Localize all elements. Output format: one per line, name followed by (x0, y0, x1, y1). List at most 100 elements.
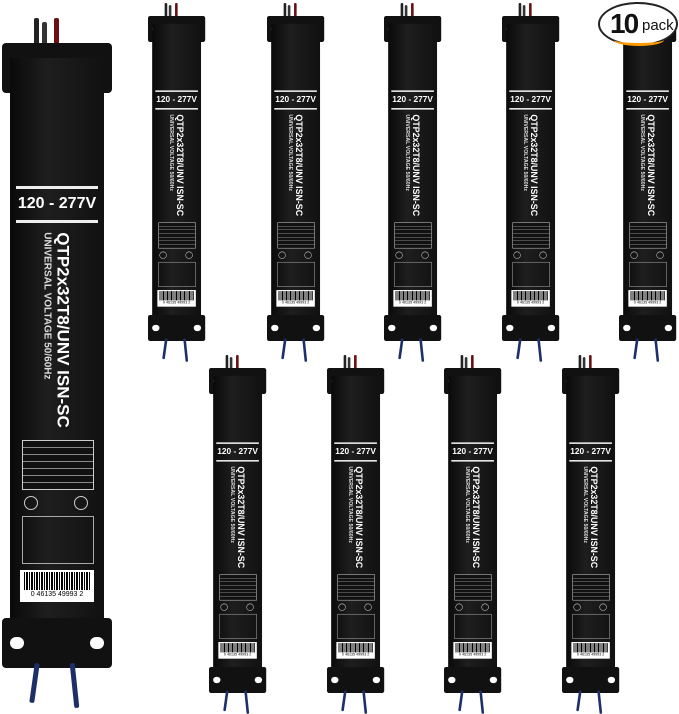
ballast: 120 - 277V QTP2x32T8/UNV ISN-SC UNIVERSA… (562, 355, 620, 714)
voltage-label: 120 - 277V (627, 95, 669, 104)
ballast-body: 120 - 277V QTP2x32T8/UNV ISN-SC UNIVERSA… (506, 23, 556, 342)
barcode-bars (278, 291, 314, 301)
wiring-diagram (629, 261, 668, 287)
voltage-label: 120 - 277V (217, 447, 259, 456)
barcode-bars (159, 291, 195, 301)
blue-wire (281, 338, 288, 360)
lamp-table (277, 222, 316, 249)
upc-number: 0 46135 49993 2 (577, 652, 605, 657)
wiring-diagram (277, 261, 316, 287)
voltage-label: 120 - 277V (452, 447, 494, 456)
lamp-table (629, 222, 668, 249)
rotated-label: QTP2x32T8/UNV ISN-SC UNIVERSAL VOLTAGE 5… (640, 114, 656, 216)
mounting-hole (548, 324, 556, 332)
wiring-diagram (512, 261, 551, 287)
black-wire (401, 3, 404, 27)
cert-icon (513, 251, 522, 259)
black-wire (523, 5, 526, 26)
ballast-body: 120 - 277V QTP2x32T8/UNV ISN-SC UNIVERSA… (566, 375, 616, 693)
cert-icon (338, 603, 347, 611)
ul-icon (246, 603, 255, 611)
black-wire (288, 5, 291, 26)
red-wire (175, 3, 179, 27)
red-wire (471, 355, 475, 379)
barcode: 0 46135 49993 2 (218, 642, 258, 659)
barcode-bars (220, 643, 256, 653)
lamp-table (158, 222, 197, 249)
upc-number: 0 46135 49993 2 (30, 591, 84, 598)
divider (16, 186, 98, 189)
upc-number: 0 46135 49993 2 (399, 300, 427, 305)
blue-wire (341, 690, 348, 712)
black-wire (461, 355, 464, 379)
model-number: QTP2x32T8/UNV ISN-SC (471, 466, 482, 569)
wiring-diagram (572, 613, 611, 639)
divider (155, 90, 199, 92)
cert-icon (159, 251, 168, 259)
mounting-hole (566, 676, 574, 684)
upc-number: 0 46135 49993 2 (634, 300, 662, 305)
mounting-hole (388, 324, 396, 332)
model-subtitle: UNIVERSAL VOLTAGE 50/60Hz (41, 232, 53, 380)
mounting-hole (373, 676, 381, 684)
model-number: QTP2x32T8/UNV ISN-SC (236, 466, 247, 569)
divider (451, 442, 495, 444)
red-wire (589, 355, 593, 379)
divider (216, 460, 260, 462)
barcode-bars (24, 572, 90, 590)
model-number: QTP2x32T8/UNV ISN-SC (411, 114, 422, 217)
black-wire (42, 22, 47, 62)
rotated-label: QTP2x32T8/UNV ISN-SC UNIVERSAL VOLTAGE 5… (465, 466, 481, 568)
blue-wire (458, 690, 465, 712)
red-wire (294, 3, 298, 27)
wiring-diagram (22, 516, 94, 564)
upc-number: 0 46135 49993 2 (163, 300, 191, 305)
divider (216, 442, 260, 444)
barcode: 0 46135 49993 2 (276, 290, 316, 307)
rotated-label: QTP2x32T8/UNV ISN-SC UNIVERSAL VOLTAGE 5… (523, 114, 539, 216)
red-wire (529, 3, 533, 27)
mounting-hole (90, 637, 104, 649)
voltage-label: 120 - 277V (335, 447, 377, 456)
blue-wire (576, 690, 583, 712)
red-wire (354, 355, 358, 379)
barcode-bars (338, 643, 374, 653)
ballast-body: 120 - 277V QTP2x32T8/UNV ISN-SC UNIVERSA… (448, 375, 498, 693)
blue-wire (654, 338, 660, 362)
rotated-label: QTP2x32T8/UNV ISN-SC UNIVERSAL VOLTAGE 5… (42, 232, 73, 428)
barcode-bars (573, 643, 609, 653)
black-wire (344, 355, 347, 379)
barcode: 0 46135 49993 2 (453, 642, 493, 659)
divider (391, 90, 435, 92)
blue-wire (479, 690, 485, 714)
mounting-hole (430, 324, 438, 332)
divider (509, 90, 553, 92)
mounting-hole (194, 324, 202, 332)
mounting-hole (448, 676, 456, 684)
ballast: 120 - 277V QTP2x32T8/UNV ISN-SC UNIVERSA… (148, 3, 206, 362)
ul-icon (185, 251, 194, 259)
blue-wire (69, 662, 80, 709)
model-number: QTP2x32T8/UNV ISN-SC (589, 466, 600, 569)
mounting-hole (665, 324, 673, 332)
ballast: 120 - 277V QTP2x32T8/UNV ISN-SC UNIVERSA… (502, 3, 560, 362)
ballast: 120 - 277V QTP2x32T8/UNV ISN-SC UNIVERSA… (209, 355, 267, 714)
cert-icon (630, 251, 639, 259)
rotated-label: QTP2x32T8/UNV ISN-SC UNIVERSAL VOLTAGE 5… (583, 466, 599, 568)
blue-wire (597, 690, 603, 714)
voltage-label: 120 - 277V (17, 195, 97, 212)
blue-wire (29, 662, 40, 704)
ul-icon (364, 603, 373, 611)
rotated-label: QTP2x32T8/UNV ISN-SC UNIVERSAL VOLTAGE 5… (288, 114, 304, 216)
rotated-label: QTP2x32T8/UNV ISN-SC UNIVERSAL VOLTAGE 5… (169, 114, 185, 216)
barcode: 0 46135 49993 2 (157, 290, 197, 307)
barcode: 0 46135 49993 2 (336, 642, 376, 659)
lamp-table (337, 574, 376, 601)
rotated-label: QTP2x32T8/UNV ISN-SC UNIVERSAL VOLTAGE 5… (348, 466, 364, 568)
blue-wire (162, 338, 169, 360)
blue-wire (633, 338, 640, 360)
divider (626, 108, 670, 110)
black-wire (165, 3, 168, 27)
divider (569, 442, 613, 444)
amazon-smile-icon (614, 34, 664, 46)
